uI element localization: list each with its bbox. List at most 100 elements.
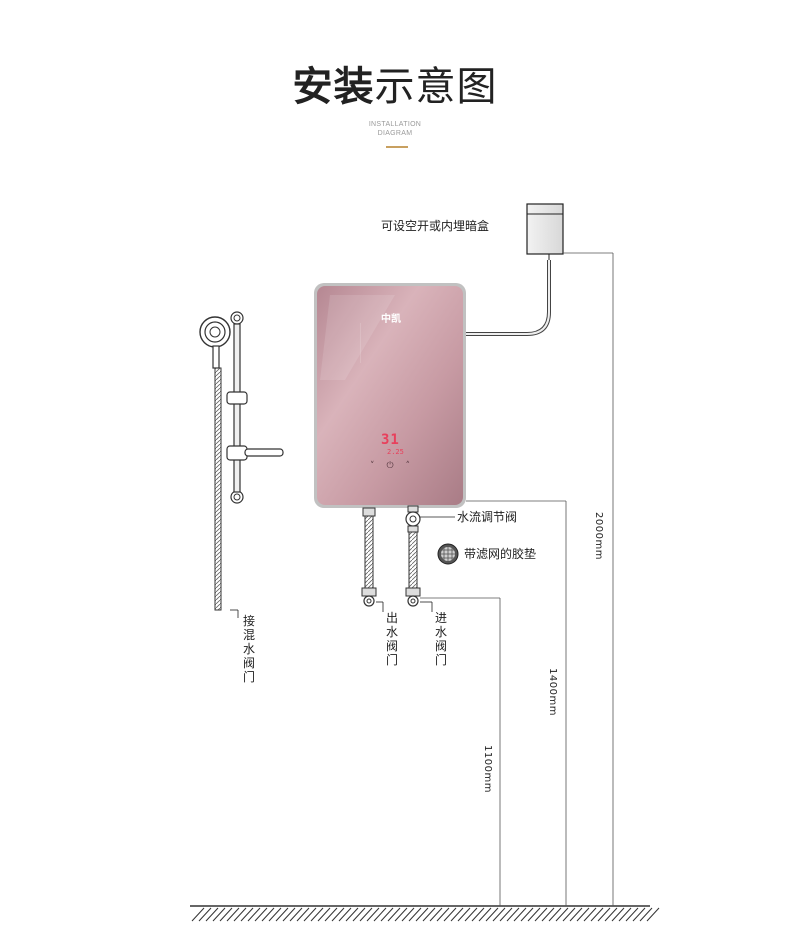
leader-lines (230, 516, 455, 618)
ground-hatch-mark (548, 907, 562, 922)
brand-logo: 中凯 (381, 314, 401, 325)
ground-hatch-mark (345, 907, 359, 922)
ground-hatch-mark (478, 907, 492, 922)
dimension-1100: 1100mm (482, 745, 493, 793)
ground-hatch-mark (513, 907, 527, 922)
ground-hatch-mark (366, 907, 380, 922)
outlet-pipe (361, 507, 377, 607)
water-heater (314, 283, 466, 508)
ground-hatch-mark (590, 907, 604, 922)
ground-hatch-mark (401, 907, 415, 922)
ground-hatch-mark (562, 907, 576, 922)
ground-hatch-mark (303, 907, 317, 922)
filter-gasket-icon (437, 543, 459, 565)
ground-hatch-mark (464, 907, 478, 922)
label-outlet-valve: 出水阀门 (385, 611, 398, 667)
page-title: 安装示意图 (0, 62, 790, 112)
ground-hatch-mark (604, 907, 618, 922)
ground-hatch-mark (506, 907, 520, 922)
ground-hatch-mark (240, 907, 254, 922)
ground-line (190, 905, 660, 922)
title-light: 示意图 (374, 64, 498, 110)
inlet-pipe (405, 505, 421, 607)
ground-hatch-mark (618, 907, 632, 922)
ground-hatch-mark (520, 907, 534, 922)
shower-hose (214, 367, 222, 611)
ground-hatch-mark (450, 907, 464, 922)
label-switch-box: 可设空开或内埋暗盒 (381, 219, 490, 233)
chevron-up-icon[interactable]: ˄ (405, 461, 411, 471)
ground-hatch-mark (429, 907, 443, 922)
ground-hatch-mark (359, 907, 373, 922)
subtitle-line-2: DIAGRAM (377, 130, 413, 137)
ground-hatch-mark (541, 907, 555, 922)
dimension-lines (420, 252, 614, 906)
ground-hatch-mark (576, 907, 590, 922)
dimension-2000: 2000mm (593, 512, 604, 560)
ground-hatch-mark (555, 907, 569, 922)
ground-hatch-mark (247, 907, 261, 922)
ground-hatch-mark (296, 907, 310, 922)
power-cable (462, 260, 551, 336)
ground-hatch-mark (436, 907, 450, 922)
ground-hatch-mark (352, 907, 366, 922)
ground-hatch-mark (387, 907, 401, 922)
ground-hatch-mark (205, 907, 219, 922)
ground-hatch-mark (625, 907, 639, 922)
ground-hatch-mark (380, 907, 394, 922)
ground-hatch-mark (527, 907, 541, 922)
ground-hatch-mark (331, 907, 345, 922)
ground-hatch-mark (310, 907, 324, 922)
electrical-box (526, 203, 564, 260)
display-sub: 2.25 (387, 448, 404, 456)
ground-hatch-mark (324, 907, 338, 922)
ground-hatch-mark (569, 907, 583, 922)
ground-hatch-mark (583, 907, 597, 922)
label-filter-gasket: 带滤网的胶垫 (464, 547, 537, 561)
chevron-down-icon[interactable]: ˅ (370, 461, 375, 471)
label-flow-valve: 水流调节阀 (457, 510, 518, 524)
ground-hatch-mark (261, 907, 275, 922)
ground-hatch-mark (415, 907, 429, 922)
label-inlet-valve: 进水阀门 (434, 611, 447, 667)
accent-divider (386, 146, 408, 148)
power-icon[interactable]: ⏻ (386, 461, 394, 471)
title-bold: 安装 (292, 64, 375, 110)
ground-hatch-mark (373, 907, 387, 922)
ground-hatch-mark (275, 907, 289, 922)
ground-hatch-mark (408, 907, 422, 922)
ground-hatch-mark (443, 907, 457, 922)
ground-hatch-mark (233, 907, 247, 922)
ground-hatch-mark (219, 907, 233, 922)
ground-hatch-mark (198, 907, 212, 922)
display-temp: 31 (381, 432, 400, 448)
ground-hatch-mark (597, 907, 611, 922)
ground-hatch-mark (632, 907, 646, 922)
ground-hatch-mark (226, 907, 240, 922)
ground-hatch-mark (534, 907, 548, 922)
dimension-1400: 1400mm (547, 668, 558, 716)
ground-hatch-mark (212, 907, 226, 922)
page-subtitle: INSTALLATION DIAGRAM (0, 120, 790, 138)
ground-hatch-mark (289, 907, 303, 922)
control-buttons: ˅ ⏻ ˄ (370, 460, 410, 472)
ground-hatch-mark (646, 907, 660, 922)
ground-hatch-mark (191, 907, 205, 922)
ground-hatch-mark (485, 907, 499, 922)
subtitle-line-1: INSTALLATION (368, 121, 422, 128)
ground-hatch-mark (471, 907, 485, 922)
ground-hatch-mark (317, 907, 331, 922)
ground-hatch-mark (422, 907, 436, 922)
ground-hatch-mark (338, 907, 352, 922)
ground-hatch-mark (268, 907, 282, 922)
shower-head (199, 316, 231, 369)
shower-rail (226, 311, 284, 504)
ground-hatch-mark (492, 907, 506, 922)
label-mixing-valve: 接混水阀门 (242, 614, 255, 684)
ground-hatch-mark (254, 907, 268, 922)
ground-hatch-mark (499, 907, 513, 922)
ground-hatch-mark (282, 907, 296, 922)
ground-hatch-mark (457, 907, 471, 922)
ground-hatch-mark (611, 907, 625, 922)
